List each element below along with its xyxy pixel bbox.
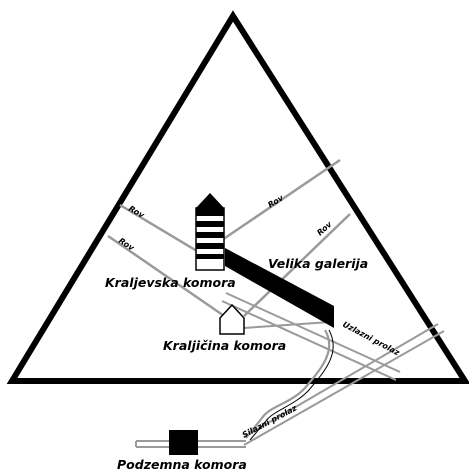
label-descending-passage: Silazni prolaz [241,403,299,440]
label-grand-gallery: Velika galerija [268,256,368,271]
ascending-passage [221,292,401,381]
label-shaft-right-lower: Rov [315,219,334,237]
shaft-left-lower [107,234,231,322]
label-shaft-left-lower: Rov [117,236,136,253]
well-shaft-outline [249,329,334,441]
label-ascending-passage: Uzlazni prolaz [341,320,401,358]
label-kings-chamber: Kraljevska komora [105,275,236,290]
queens-chamber [219,303,245,335]
descending-passage [243,323,445,446]
grand-gallery [225,248,334,328]
kings-chamber [195,193,225,271]
shaft-right-upper [221,158,341,242]
well-shaft [245,329,331,439]
label-queens-chamber: Kraljičina komora [163,338,286,353]
shaft-right-lower [243,213,351,317]
queens-passage [243,321,331,329]
label-subterranean-chamber: Podzemna komora [117,457,247,472]
pyramid-outline [6,10,469,384]
subterranean-chamber [135,430,246,455]
label-shaft-right-upper: Rov [266,193,285,210]
